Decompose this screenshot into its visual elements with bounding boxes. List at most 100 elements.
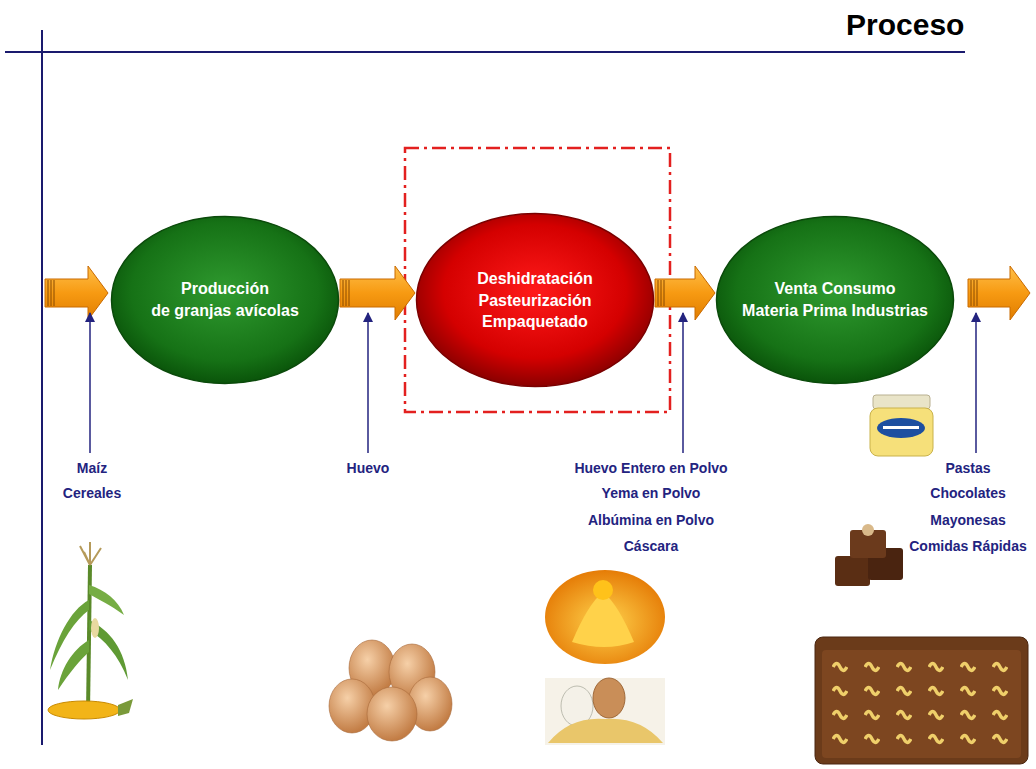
node-text-group: Venta ConsumoMateria Prima Industrias: [742, 278, 928, 321]
corn-ear: [91, 618, 99, 638]
egg: [367, 687, 417, 741]
eggs-illustration: [329, 640, 452, 741]
node-label: de granjas avícolas: [151, 300, 299, 322]
corn-illustration: [48, 542, 133, 719]
flow-arrow: [45, 266, 108, 320]
pasta-piece: [961, 688, 975, 695]
chocolate-topping: [862, 524, 874, 536]
corn-leaf: [58, 640, 89, 690]
pasta-piece: [897, 664, 911, 671]
arrow-stripe: [977, 280, 978, 306]
leader-arrow: [682, 313, 684, 453]
pasta-piece: [833, 664, 847, 671]
pasta-piece: [865, 664, 879, 671]
powder-heap: [548, 719, 663, 743]
input-output-label: Cereales: [63, 485, 121, 502]
jar-body: [870, 408, 933, 456]
node-label: Materia Prima Industrias: [742, 300, 928, 322]
ellipse-fill: [717, 217, 954, 384]
ellipse-outline: [110, 215, 340, 385]
jar-label: [877, 418, 925, 438]
leader-arrow: [975, 313, 977, 453]
pasta-piece: [865, 688, 879, 695]
pasta-piece: [929, 712, 943, 719]
input-output-label: Cáscara: [624, 538, 679, 555]
mayonnaise-jar: [870, 395, 933, 456]
input-output-label: Huevo Entero en Polvo: [574, 460, 727, 477]
process-ellipse: Producciónde granjas avícolas: [110, 215, 340, 385]
pasta-piece: [993, 664, 1007, 671]
arrow-stripe: [658, 280, 659, 306]
pasta-piece: [929, 688, 943, 695]
leader-arrow: [89, 313, 91, 453]
input-output-label: Maíz: [77, 460, 107, 477]
flow-connector-group: [340, 266, 415, 320]
chocolate: [835, 556, 870, 586]
powder-splash: [572, 592, 634, 647]
corn-tassel: [80, 542, 101, 565]
input-output-label: Mayonesas: [930, 512, 1005, 529]
yolk-drop: [593, 580, 613, 600]
pasta-piece: [993, 688, 1007, 695]
jar-label-stripe: [883, 426, 919, 429]
arrow-stripe: [346, 280, 347, 306]
arrow-stripe: [48, 280, 49, 306]
pasta-piece: [929, 664, 943, 671]
header-rule: [5, 51, 965, 53]
highlight-box: [405, 148, 670, 412]
node-label: Deshidratación: [477, 268, 593, 290]
pasta-piece: [961, 664, 975, 671]
axis-rule: [41, 30, 43, 745]
corn-cob: [48, 701, 120, 719]
chocolates-illustration: [835, 524, 903, 586]
jar-lid: [873, 395, 930, 409]
flow-arrow: [340, 266, 415, 320]
input-output-label: Chocolates: [930, 485, 1005, 502]
ellipse-fill: [417, 214, 654, 387]
pasta-piece: [865, 712, 879, 719]
arrow-stripe: [349, 280, 350, 306]
photo-ground: [545, 678, 665, 745]
ellipse-outline: [715, 215, 955, 385]
pasta-piece: [993, 736, 1007, 743]
flow-arrow: [968, 266, 1030, 320]
powder-illustration: [545, 570, 665, 745]
egg: [593, 678, 625, 718]
arrow-stripe: [974, 280, 975, 306]
node-label: Pasteurización: [479, 289, 592, 311]
arrow-stripe: [661, 280, 662, 306]
pasta-piece: [929, 736, 943, 743]
input-output-label: Huevo: [347, 460, 390, 477]
flow-connector-group: [655, 266, 715, 320]
board-panel: [822, 650, 1021, 758]
corn-leaf: [89, 585, 124, 615]
node-text-group: DeshidrataciónPasteurizaciónEmpaquetado: [477, 268, 593, 333]
arrow-stripe: [54, 280, 55, 306]
pasta-piece: [897, 712, 911, 719]
pasta-piece: [961, 736, 975, 743]
process-ellipse: Venta ConsumoMateria Prima Industrias: [715, 215, 955, 385]
board: [815, 637, 1028, 764]
flow-arrow: [655, 266, 715, 320]
corn-husk: [118, 699, 133, 716]
pasta-board: [815, 637, 1028, 764]
powder-splash-bg: [545, 570, 665, 664]
node-label: Producción: [181, 278, 269, 300]
arrow-stripe: [664, 280, 665, 306]
page-title: Proceso: [846, 8, 964, 42]
input-output-label: Yema en Polvo: [602, 485, 701, 502]
arrow-stripe: [343, 280, 344, 306]
pasta-piece: [897, 688, 911, 695]
input-output-label: Comidas Rápidas: [909, 538, 1026, 555]
leader-arrow: [367, 313, 369, 453]
ellipse-fill: [112, 217, 339, 384]
arrow-stripe: [51, 280, 52, 306]
pasta-piece: [833, 688, 847, 695]
node-label: Empaquetado: [482, 311, 588, 333]
pasta-piece: [993, 712, 1007, 719]
pasta-piece: [833, 712, 847, 719]
input-output-label: Albúmina en Polvo: [588, 512, 714, 529]
node-text-group: Producciónde granjas avícolas: [151, 278, 299, 321]
node-label: Venta Consumo: [775, 278, 896, 300]
